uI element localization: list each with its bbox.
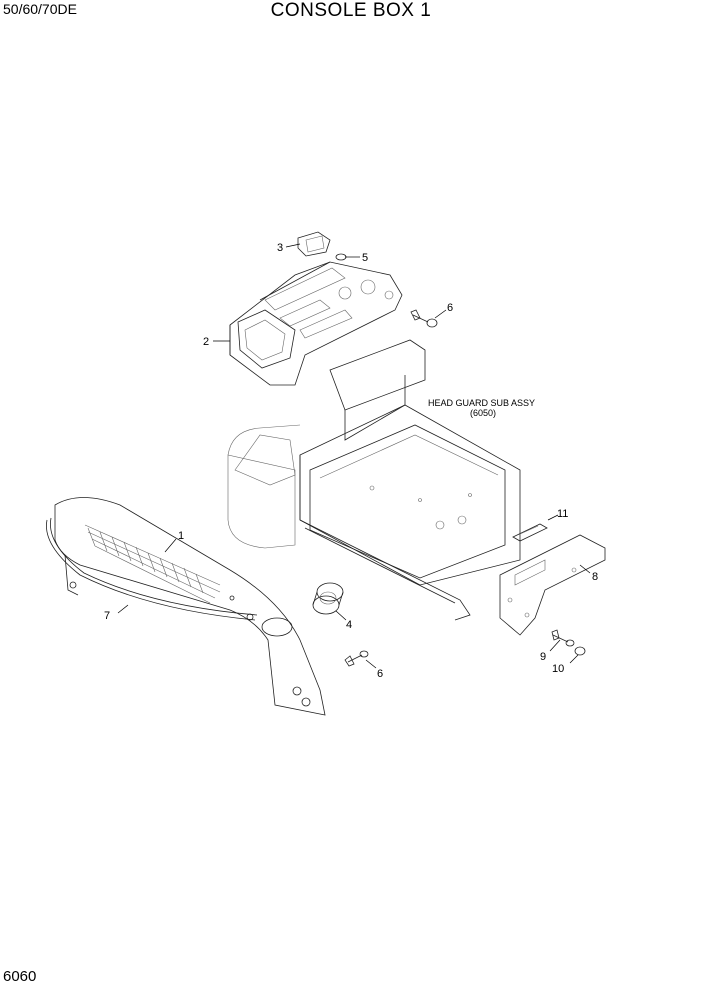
head-guard-frame	[227, 339, 521, 621]
bolt-upper	[410, 309, 438, 328]
callout-8: 8	[592, 571, 598, 583]
reference-label-line1: HEAD GUARD SUB ASSY	[428, 398, 535, 408]
switch-part	[297, 231, 331, 257]
bracket-part	[499, 534, 606, 636]
callout-3: 3	[277, 242, 283, 254]
bolt-lower	[344, 650, 369, 667]
reference-label-line2: (6050)	[470, 408, 496, 418]
page-number: 6060	[3, 968, 37, 985]
leader-lines	[117, 243, 591, 669]
seal-strip	[46, 517, 258, 621]
page-title: CONSOLE BOX 1	[270, 0, 432, 21]
plug-part	[335, 253, 347, 261]
cowl-cover	[54, 497, 326, 716]
callout-10: 10	[552, 663, 564, 675]
grip-part	[512, 523, 548, 542]
callout-4: 4	[346, 619, 352, 631]
model-code: 50/60/70DE	[3, 1, 77, 17]
cap-10	[574, 646, 586, 656]
console-panel	[229, 261, 403, 386]
callout-1: 1	[178, 530, 184, 542]
callout-2: 2	[203, 336, 209, 348]
bolt-9	[551, 629, 575, 647]
callout-5: 5	[362, 252, 368, 264]
callout-6-lower: 6	[377, 668, 383, 680]
callout-labels: 1 2 3 4 5 6 6 7 8 9 10 11	[104, 242, 598, 680]
callout-9: 9	[540, 651, 546, 663]
callout-7: 7	[104, 610, 110, 622]
callout-11: 11	[557, 508, 568, 520]
callout-6-upper: 6	[447, 302, 453, 314]
grommet-ring	[312, 582, 344, 615]
reference-label: HEAD GUARD SUB ASSY (6050)	[428, 398, 535, 418]
